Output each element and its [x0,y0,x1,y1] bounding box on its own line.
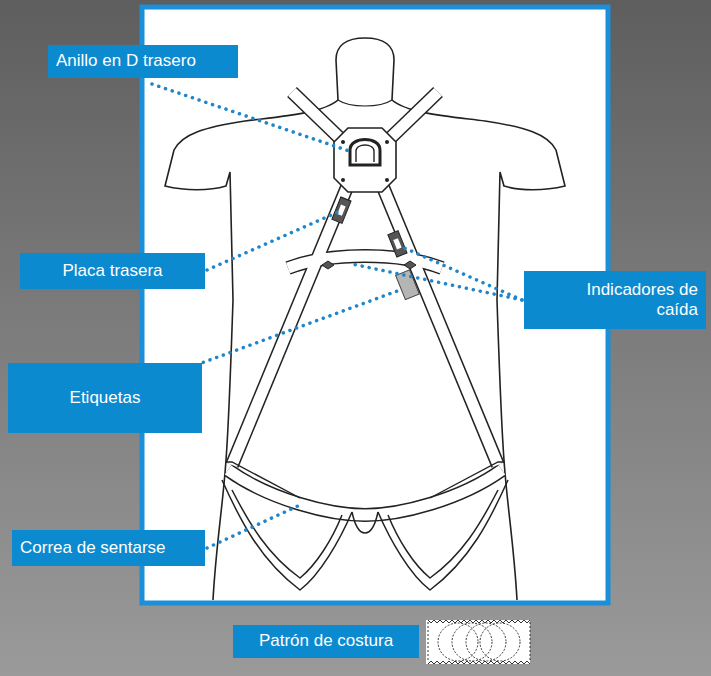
callout-text: Placa trasera [28,261,197,281]
fall-indicators [322,197,416,269]
callout-label: Correa de sentarse [12,530,205,566]
callout-text: Etiquetas [16,388,194,408]
label-tag [396,270,420,300]
leader-lines [150,84,522,548]
back-d-ring [350,140,380,166]
callout-label: Indicadores de caída [524,271,706,329]
callout-text: Anillo en D trasero [56,51,230,71]
back-plate [334,128,396,192]
callout-label: Placa trasera [20,253,205,289]
stitch-pattern-icon [426,620,530,664]
callout-label: Etiquetas [8,363,202,433]
callout-label: Patrón de costura [233,625,419,658]
callout-text: Indicadores de caída [548,280,698,321]
callout-text: Correa de sentarse [20,538,197,558]
callout-text: Patrón de costura [241,631,411,651]
callout-label: Anillo en D trasero [48,45,238,78]
mannequin-outline [165,38,565,600]
